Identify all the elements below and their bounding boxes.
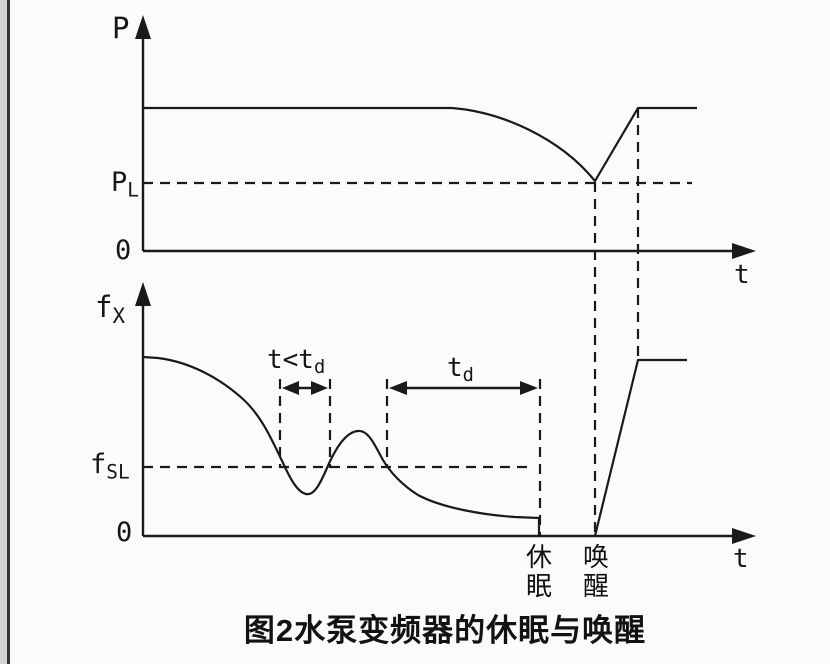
dim-short-right-arrow-icon (311, 381, 328, 395)
sleep-event-label: 休眠 (525, 542, 552, 601)
fsl-base: f (90, 449, 107, 480)
delay-time-annotation: td (447, 355, 474, 386)
dim-long-left-arrow-icon (389, 381, 407, 395)
pressure-axis-label: P (112, 11, 130, 45)
pressure-y-axis-arrow-icon (135, 15, 151, 39)
dim-long-right-arrow-icon (520, 381, 538, 395)
pressure-time-axis-label: t (734, 260, 750, 290)
pressure-curve (143, 106, 697, 183)
pl-threshold-label: PL (111, 169, 139, 200)
fsl-subscript: SL (106, 460, 130, 484)
frequency-y-axis-arrow-icon (135, 282, 151, 306)
fx-subscript: X (112, 303, 126, 328)
frequency-x-axis-arrow-icon (732, 528, 756, 544)
left-border (0, 0, 10, 664)
short-interval-annotation: t<td (267, 347, 325, 378)
dim-long-base: t (447, 353, 463, 383)
dim-short-left-arrow-icon (282, 381, 299, 395)
dim-short-base: t<t (267, 345, 314, 375)
figure-caption: 图2水泵变频器的休眠与唤醒 (243, 613, 647, 648)
pressure-x-axis-arrow-icon (732, 243, 756, 259)
frequency-chart (135, 282, 756, 544)
frequency-origin-label: 0 (116, 517, 133, 548)
pressure-origin-label: 0 (115, 235, 132, 266)
dim-short-subscript: d (313, 357, 326, 379)
pl-base: P (111, 167, 128, 198)
frequency-time-axis-label: t (733, 544, 749, 574)
wake-event-label: 唤醒 (582, 542, 609, 601)
fx-base: f (95, 290, 113, 324)
dim-long-subscript: d (462, 365, 474, 387)
frequency-curve (142, 355, 541, 536)
pressure-chart (135, 15, 756, 536)
pl-subscript: L (127, 178, 139, 202)
fsl-threshold-label: fSL (90, 451, 130, 482)
frequency-axis-label: fX (95, 293, 125, 327)
wake-ramp-line (593, 358, 687, 537)
